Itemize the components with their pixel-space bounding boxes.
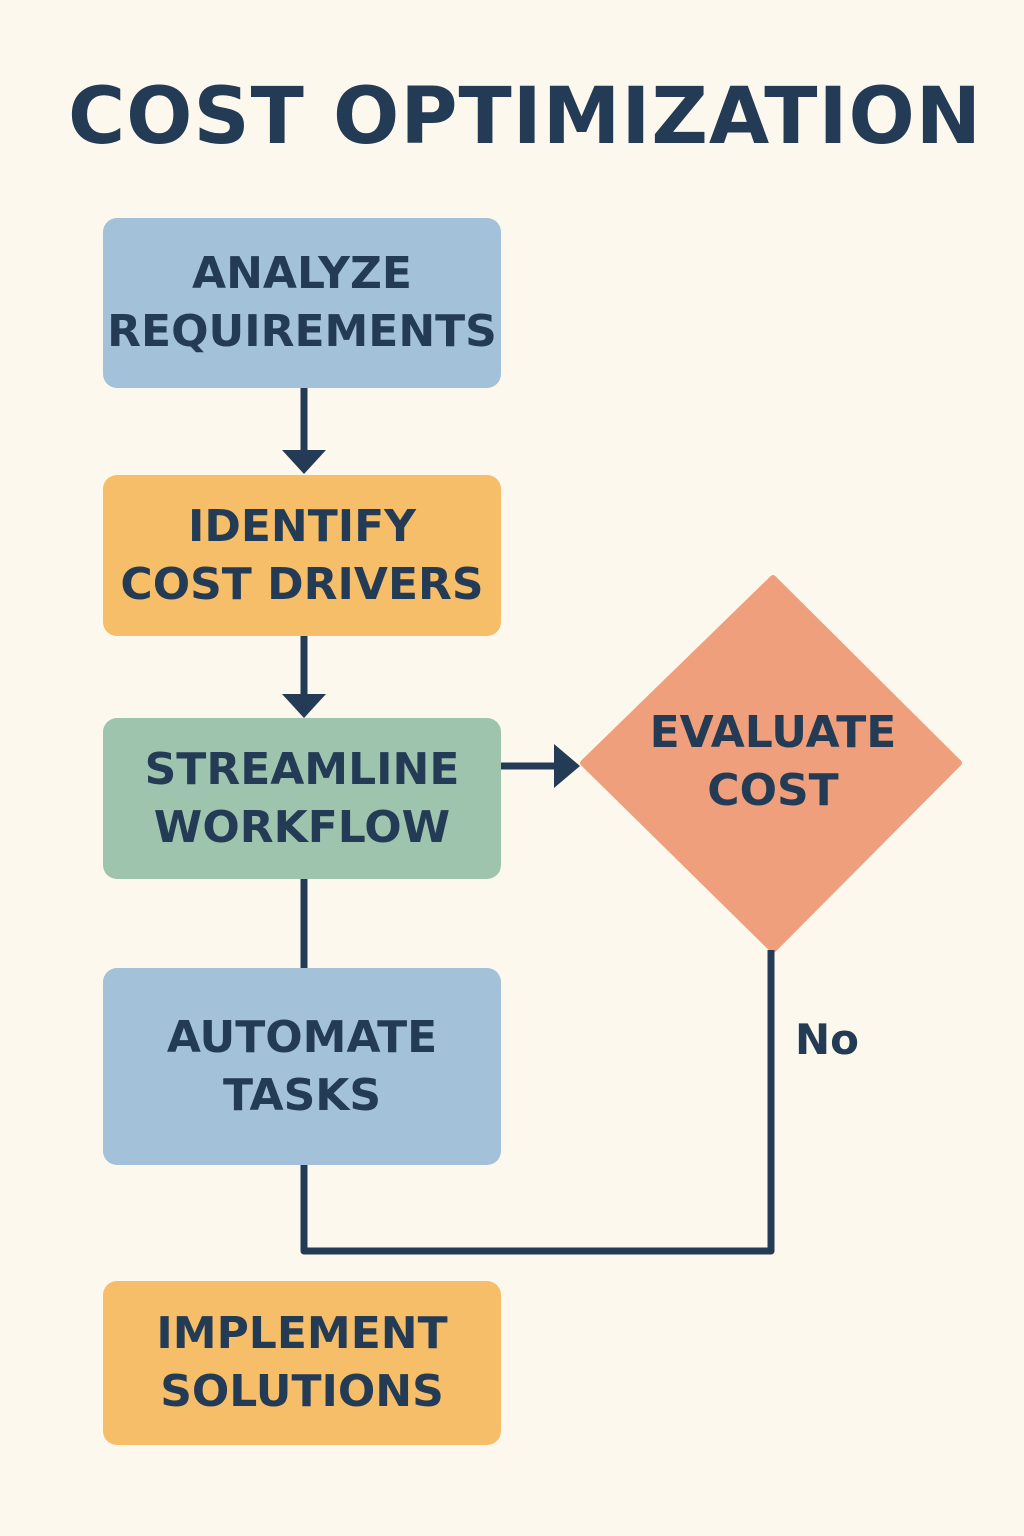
step-streamline-workflow: STREAMLINE WORKFLOW [103, 718, 501, 879]
step-label: IDENTIFY COST DRIVERS [120, 500, 484, 610]
decision-label: EVALUATE COST [649, 707, 897, 816]
page-title: COST OPTIMIZATION [67, 72, 983, 162]
arrowhead-streamline [282, 694, 326, 718]
step-label: STREAMLINE WORKFLOW [144, 743, 460, 853]
step-label: IMPLEMENT SOLUTIONS [156, 1308, 448, 1417]
step-implement-solutions: IMPLEMENT SOLUTIONS [103, 1281, 501, 1445]
arrowhead-identify [282, 450, 326, 474]
step-analyze-requirements: ANALYZE REQUIREMENTS [103, 218, 501, 388]
step-automate-tasks: AUTOMATE TASKS [103, 968, 501, 1165]
step-identify-cost-drivers: IDENTIFY COST DRIVERS [103, 475, 501, 636]
arrowhead-evaluate [554, 744, 580, 788]
no-branch-label: No [795, 1015, 860, 1064]
step-label: ANALYZE REQUIREMENTS [107, 248, 497, 357]
connector-no-loop [300, 950, 775, 1255]
step-label: AUTOMATE TASKS [166, 1011, 438, 1121]
